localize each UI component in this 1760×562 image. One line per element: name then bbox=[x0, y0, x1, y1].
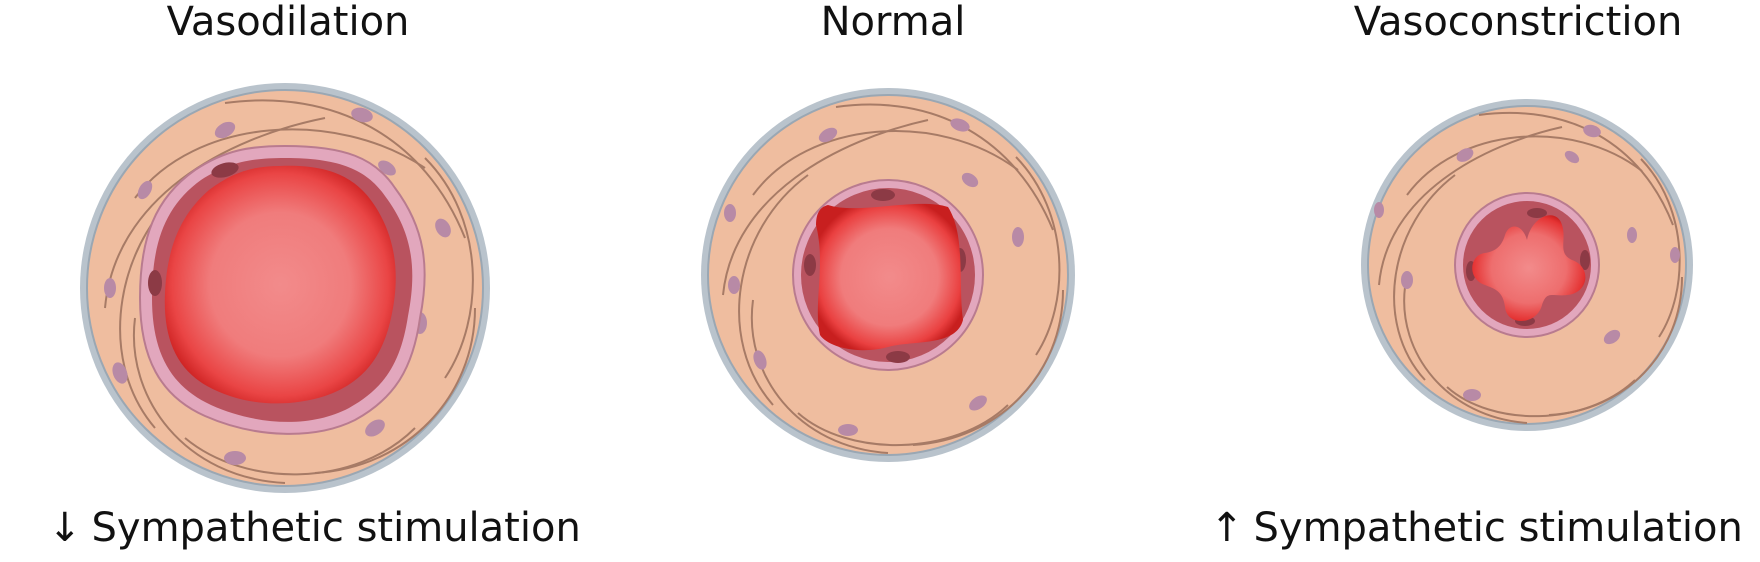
lumen bbox=[164, 165, 396, 404]
muscle-nuclei bbox=[1374, 124, 1680, 401]
normal-title: Normal bbox=[820, 0, 966, 45]
normal-vessel-illustration bbox=[701, 88, 1075, 462]
vasodilation-title: Vasodilation bbox=[166, 0, 410, 45]
muscle-cell-outlines bbox=[722, 103, 1064, 454]
vasoconstriction-vessel-illustration bbox=[1361, 99, 1693, 431]
vasoconstriction-title: Vasoconstriction bbox=[1353, 0, 1683, 45]
vasodilation-vessel-illustration bbox=[80, 83, 490, 493]
muscle-cell-outlines bbox=[104, 99, 476, 484]
lumen bbox=[1472, 215, 1586, 322]
muscle-cell-outlines bbox=[1378, 111, 1683, 424]
muscle-nuclei bbox=[724, 118, 1024, 436]
up-arrow-icon: ↑ bbox=[1210, 505, 1244, 551]
decreased-sympathetic-stimulation-caption: ↓Sympathetic stimulation bbox=[48, 500, 581, 556]
increased-sympathetic-stimulation-caption: ↑Sympathetic stimulation bbox=[1210, 500, 1743, 556]
caption-text: Sympathetic stimulation bbox=[1253, 505, 1743, 551]
lumen bbox=[816, 203, 963, 351]
caption-text: Sympathetic stimulation bbox=[91, 505, 581, 551]
down-arrow-icon: ↓ bbox=[48, 505, 82, 551]
